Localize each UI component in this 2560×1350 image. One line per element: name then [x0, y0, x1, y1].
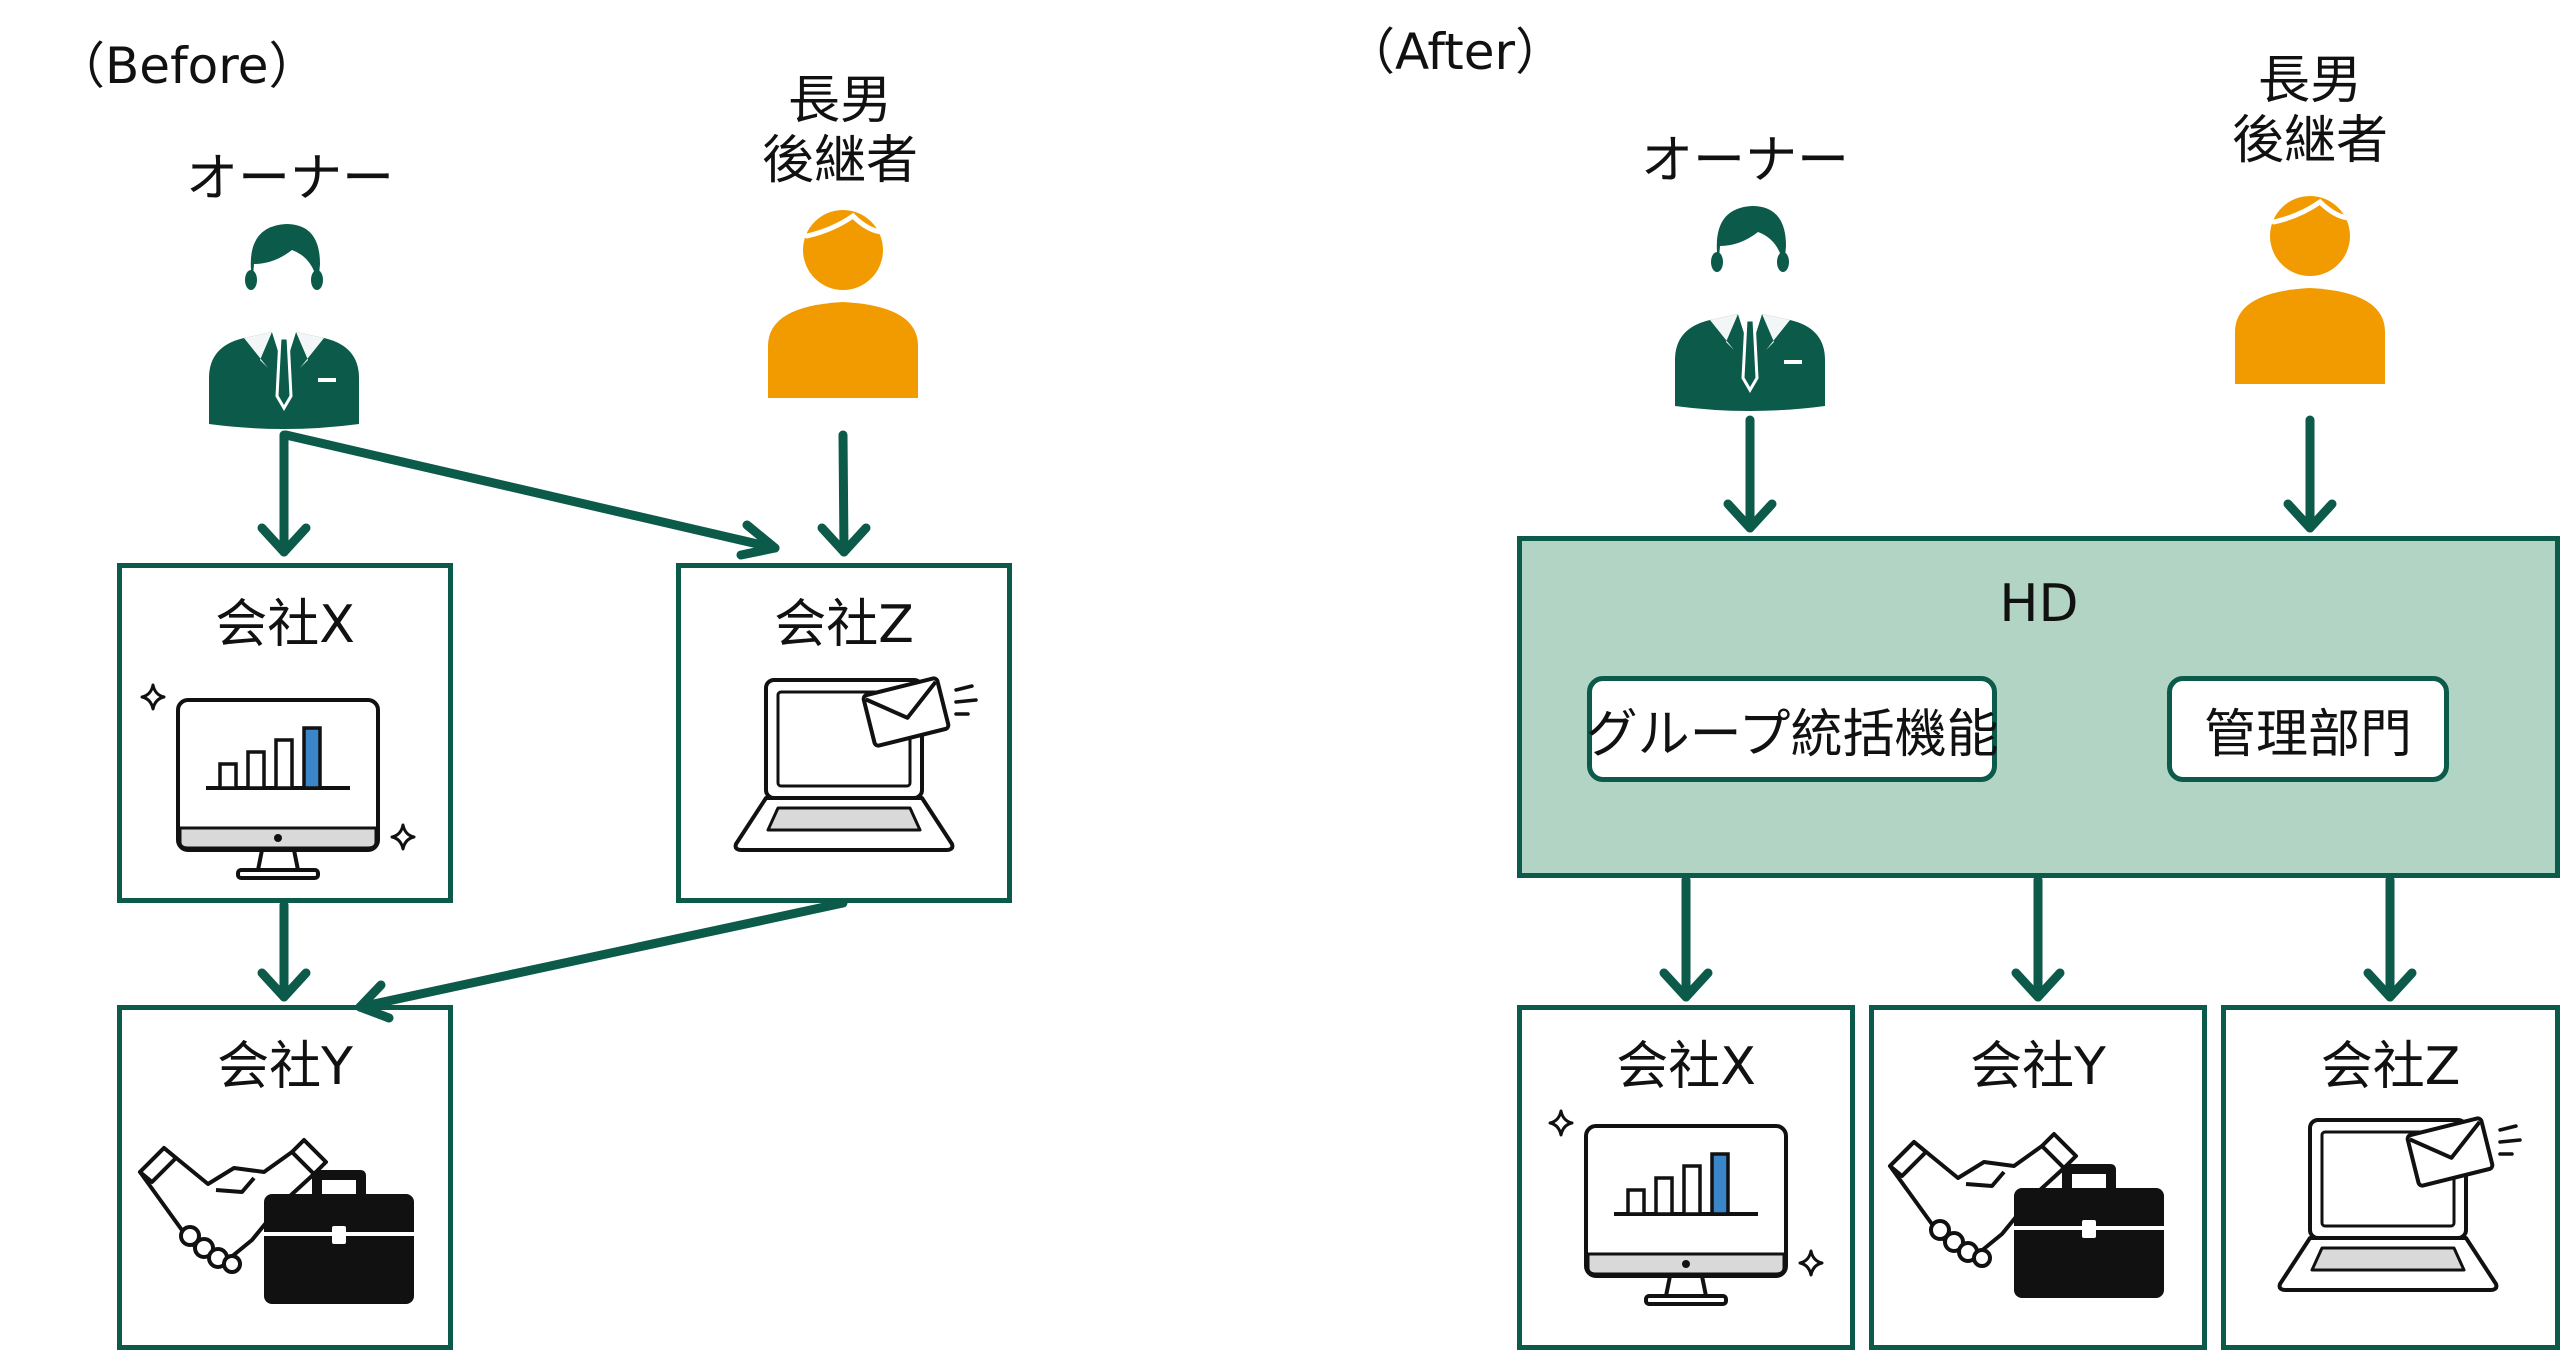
hd-label: HD — [1999, 574, 2079, 634]
arrow-before-z-to-y — [355, 898, 848, 1012]
after-owner-person-icon — [1673, 204, 1827, 413]
before-title: （Before） — [55, 37, 319, 95]
after-company-x-monitor-chart-icon — [1548, 1109, 1824, 1306]
before-successor-label: 長男 後継者 — [761, 71, 918, 191]
before-owner-person-icon — [207, 222, 361, 431]
before-company-y-handshake-briefcase-icon — [138, 1138, 416, 1306]
before-company-y-label: 会社Y — [217, 1037, 353, 1097]
arrow-before-owner-to-z — [281, 430, 780, 553]
arrow-before-successor-to-z — [838, 430, 849, 557]
before-owner-label: オーナー — [185, 149, 394, 209]
before-company-x-label: 会社X — [215, 595, 355, 655]
before-company-z-laptop-mail-icon — [733, 675, 978, 852]
after-company-y-label: 会社Y — [1970, 1037, 2106, 1097]
hd-function-admin-department: 管理部門 — [2167, 676, 2449, 782]
hd-function-group-management: グループ統括機能 — [1586, 676, 1998, 782]
after-company-z-laptop-mail-icon — [2277, 1115, 2522, 1292]
after-company-y-handshake-briefcase-icon — [1888, 1132, 2166, 1300]
after-company-z-label: 会社Z — [2320, 1037, 2461, 1097]
before-company-z-label: 会社Z — [774, 595, 914, 655]
before-company-x-monitor-chart-icon — [140, 683, 416, 880]
after-company-x-label: 会社X — [1616, 1037, 1756, 1097]
before-successor-person-icon — [768, 210, 918, 398]
hd-box: HD グループ統括機能 管理部門 — [1517, 536, 2560, 878]
after-successor-person-icon — [2235, 196, 2385, 384]
after-owner-label: オーナー — [1640, 131, 1849, 191]
after-successor-label: 長男 後継者 — [2231, 51, 2388, 171]
after-title: （After） — [1345, 23, 1566, 81]
